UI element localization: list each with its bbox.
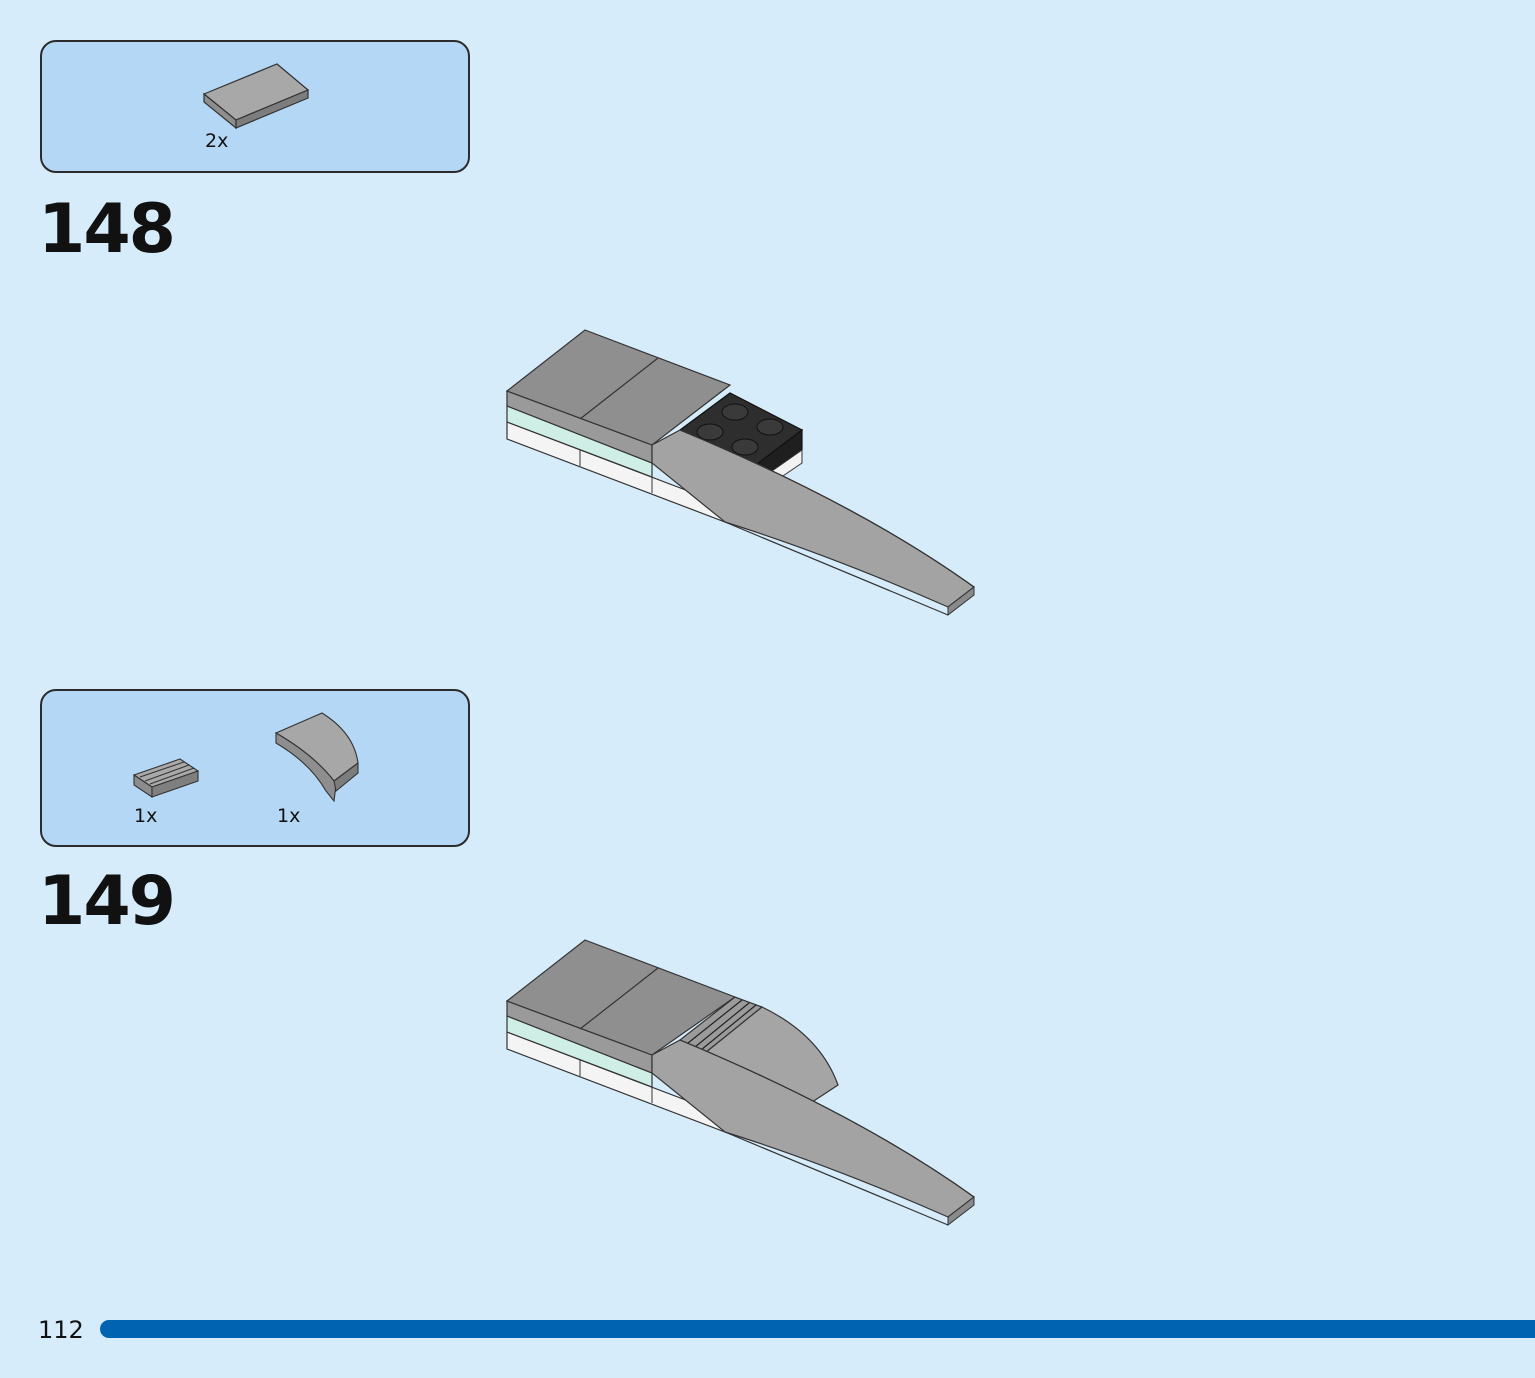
grille-tile-1x2-grey-icon: [132, 758, 200, 799]
step-number: 148: [38, 190, 176, 269]
parts-callout-step-149: 1x 1x: [40, 689, 470, 847]
flat-tile-2x3-grey-icon: [202, 63, 310, 130]
part-quantity: 1x: [277, 805, 301, 827]
part-quantity: 1x: [134, 805, 158, 827]
step-148-assembly-illustration: [505, 329, 976, 617]
page-number: 112: [38, 1316, 84, 1344]
progress-bar: [100, 1320, 1535, 1338]
part-quantity: 2x: [205, 130, 229, 152]
curved-wedge-grey-icon: [274, 712, 359, 803]
parts-callout-step-148: 2x: [40, 40, 470, 173]
step-149-assembly-illustration: [505, 939, 976, 1227]
step-number: 149: [38, 862, 176, 941]
